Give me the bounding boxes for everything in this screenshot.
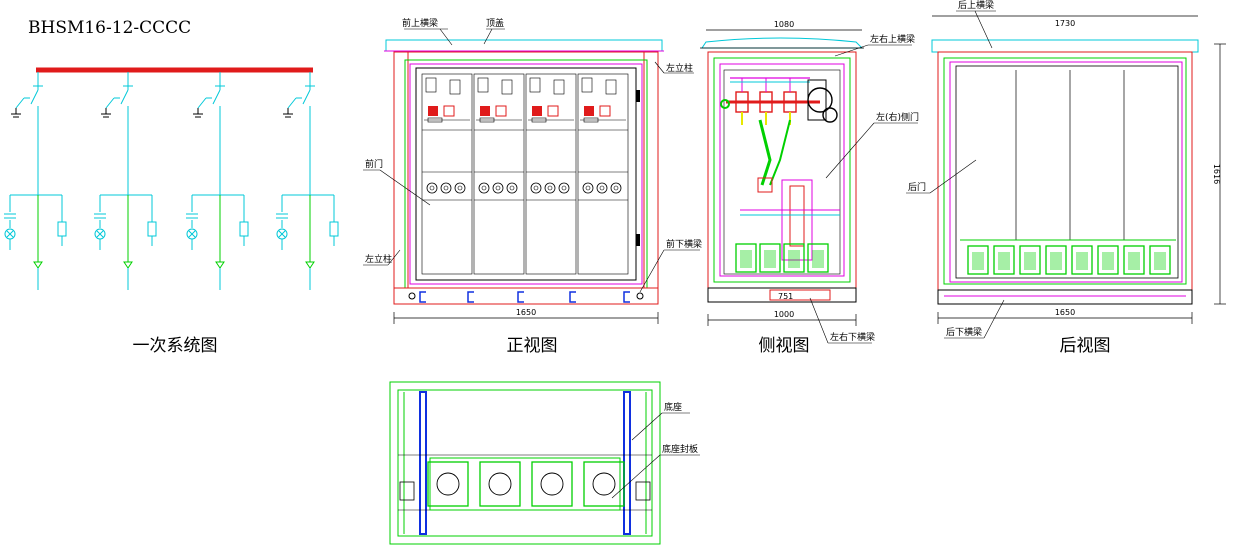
dim-rear-height: 1616 xyxy=(1212,164,1221,184)
label-rear-top-beam: 后上横梁 xyxy=(958,0,994,11)
side-base xyxy=(707,287,857,303)
front-cubicle-1 xyxy=(421,73,473,275)
label-side-bottom-beam: 左右下横梁 xyxy=(830,331,875,343)
label-base-plate: 底座封板 xyxy=(662,443,698,455)
primary-system-diagram: BHSM16-12-CCCC 一次系统图 xyxy=(4,18,339,356)
dim-side-inner: 751 xyxy=(778,292,793,301)
caption-front: 正视图 xyxy=(507,336,558,356)
dim-side-width: 1000 xyxy=(774,310,794,319)
rear-roof xyxy=(931,39,1199,53)
front-view: 1650 前上横梁 顶盖 左立柱 前门 左立柱 前下横梁 正视图 xyxy=(363,17,702,356)
feeder-4 xyxy=(276,72,339,290)
side-roof xyxy=(701,37,864,49)
front-cubicle-4 xyxy=(577,73,629,275)
label-front-bottom-beam: 前下横梁 xyxy=(666,238,702,250)
front-cubicles xyxy=(421,73,640,275)
front-left-post xyxy=(393,51,409,289)
model-title: BHSM16-12-CCCC xyxy=(28,18,191,38)
base-plan-view: 底座 底座封板 xyxy=(389,381,700,545)
base-outline xyxy=(389,381,661,545)
feeder-3 xyxy=(186,72,249,290)
caption-primary: 一次系统图 xyxy=(133,336,218,356)
label-rear-bottom-beam: 后下横梁 xyxy=(946,326,982,338)
caption-side: 侧视图 xyxy=(759,336,810,356)
caption-rear: 后视图 xyxy=(1060,336,1111,356)
front-right-post xyxy=(643,51,659,289)
front-cubicle-3 xyxy=(525,73,577,275)
label-base: 底座 xyxy=(664,401,682,413)
front-base xyxy=(393,287,659,305)
feeder-1 xyxy=(4,72,67,290)
base-rail-left xyxy=(419,391,427,535)
rear-base xyxy=(937,289,1193,305)
front-roof xyxy=(385,39,663,52)
dim-front-width: 1650 xyxy=(516,308,536,317)
label-left-post-top: 左立柱 xyxy=(666,62,693,74)
label-left-post-bottom: 左立柱 xyxy=(365,253,392,265)
dim-rear-width: 1650 xyxy=(1055,308,1075,317)
label-front-door: 前门 xyxy=(365,158,383,170)
label-front-top-beam: 前上横梁 xyxy=(402,17,438,29)
dim-rear-top: 1730 xyxy=(1055,19,1075,28)
label-side-top-beam: 左右上横梁 xyxy=(870,33,915,45)
feeder-2 xyxy=(94,72,157,290)
label-rear-door: 后门 xyxy=(908,181,926,193)
label-top-cover: 顶盖 xyxy=(486,17,504,29)
base-rail-right xyxy=(623,391,631,535)
side-view: 1080 1000 751 左右上横梁 左(右)侧门 左右下横梁 侧视图 xyxy=(700,20,919,356)
feeder-group xyxy=(4,72,339,290)
front-cubicle-2 xyxy=(473,73,525,275)
label-side-door: 左(右)侧门 xyxy=(876,111,919,123)
dim-side-top: 1080 xyxy=(774,20,794,29)
rear-view: 1730 1616 1650 后上横梁 后门 后下横梁 后视图 xyxy=(906,0,1226,356)
